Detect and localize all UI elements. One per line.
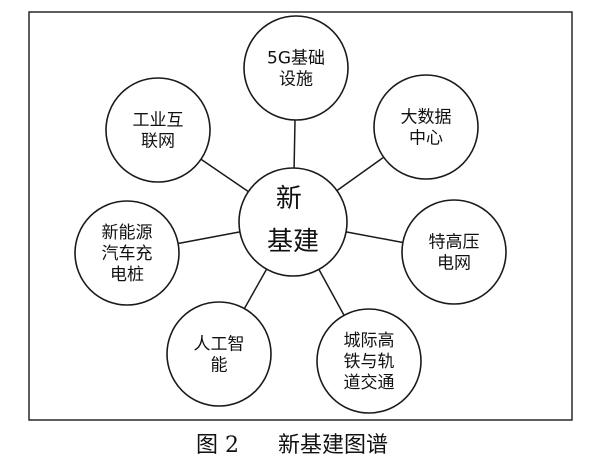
node-label-line: 工业互 [133, 111, 184, 131]
node-uhv: 特高压电网 [401, 199, 507, 305]
connector-data-center [336, 156, 385, 192]
node-label-uhv: 特高压电网 [429, 233, 480, 274]
node-circle-ai [166, 301, 272, 407]
connector-lines [177, 119, 404, 316]
node-label-line: 新能源 [102, 223, 153, 243]
node-label-ev-charging: 新能源汽车充电桩 [102, 223, 153, 285]
caption-label: 图 2 [196, 433, 239, 458]
node-industrial-internet: 工业互联网 [105, 77, 211, 183]
node-data-center: 大数据中心 [373, 74, 479, 180]
node-label-data-center: 大数据中心 [401, 108, 452, 149]
node-label-line: 大数据 [401, 108, 452, 128]
node-label-line: 电网 [437, 254, 471, 274]
node-5g: 5G基础设施 [243, 15, 349, 121]
node-label-line: 城际高 [344, 331, 395, 351]
node-label-5g: 5G基础设施 [267, 49, 325, 90]
node-label-line: 人工智 [194, 335, 245, 355]
node-circle-data-center [373, 74, 479, 180]
node-circle-ev-charging [74, 200, 180, 306]
node-label-line: 铁与轨 [344, 352, 395, 372]
node-label-line: 特高压 [429, 233, 480, 253]
connector-ev-charging [177, 231, 241, 245]
connector-uhv [345, 231, 404, 244]
node-label-line: 联网 [141, 132, 175, 152]
node-label-line: 道交通 [344, 373, 395, 393]
node-label-line: 5G基础 [267, 49, 325, 69]
node-label-line: 中心 [409, 129, 443, 149]
hub-label-line-1: 新 [276, 184, 302, 214]
node-label-line: 电桩 [110, 265, 144, 285]
node-label-line: 汽车充 [102, 244, 153, 264]
node-label-rail: 城际高铁与轨道交通 [344, 331, 395, 393]
node-label-line: 设施 [279, 70, 313, 90]
node-label-line: 能 [211, 356, 228, 376]
connector-5g [293, 119, 296, 169]
caption-title: 新基建图谱 [278, 433, 388, 458]
hub-node: 新 基建 [238, 167, 348, 277]
diagram-frame [28, 11, 573, 421]
node-ai: 人工智能 [166, 301, 272, 407]
node-circle-industrial-internet [105, 77, 211, 183]
node-circle-5g [243, 15, 349, 121]
connector-ai [243, 268, 268, 309]
node-ev-charging: 新能源汽车充电桩 [74, 200, 180, 306]
hub-circle [238, 167, 348, 277]
hub-label-line-2: 基建 [267, 227, 319, 257]
connector-rail [318, 269, 345, 316]
node-label-ai: 人工智能 [194, 335, 245, 376]
node-rail: 城际高铁与轨道交通 [316, 308, 422, 414]
figure-caption: 图 2 新基建图谱 [196, 433, 388, 458]
connector-industrial-internet [200, 158, 249, 193]
node-circle-uhv [401, 199, 507, 305]
hub-label: 新 基建 [267, 184, 319, 257]
node-label-industrial-internet: 工业互联网 [133, 111, 184, 152]
node-circle-rail [316, 308, 422, 414]
